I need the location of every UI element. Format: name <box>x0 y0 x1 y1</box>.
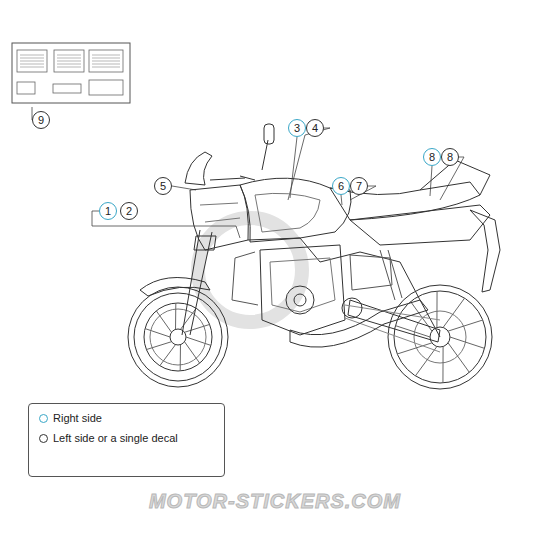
callout-circle: 8 <box>423 148 441 166</box>
legend-text: Right side <box>53 412 102 424</box>
callout-circle: 3 <box>288 119 306 137</box>
callout-number: 8 <box>447 151 453 163</box>
legend-box: Right sideLeft side or a single decal <box>28 403 225 477</box>
callout-circle: 7 <box>350 177 368 195</box>
callout-number: 1 <box>105 205 111 217</box>
callout-circle: 5 <box>154 177 172 195</box>
callout-number: 9 <box>38 114 44 126</box>
callout-circle: 8 <box>441 148 459 166</box>
callout-circle: 4 <box>306 119 324 137</box>
callout-number: 6 <box>338 180 344 192</box>
callout-number: 8 <box>429 151 435 163</box>
watermark: MOTOR-STICKERS.COM <box>0 490 550 513</box>
legend-symbol <box>39 434 48 443</box>
legend-row: Left side or a single decal <box>39 432 178 444</box>
callout-circle: 2 <box>120 202 138 220</box>
callout-number: 4 <box>312 122 318 134</box>
legend-text: Left side or a single decal <box>53 432 178 444</box>
callout-number: 7 <box>356 180 362 192</box>
callout-number: 5 <box>160 180 166 192</box>
legend-row: Right side <box>39 412 102 424</box>
callout-circle: 9 <box>32 111 50 129</box>
callout-circle: 1 <box>99 202 117 220</box>
callout-circle: 6 <box>332 177 350 195</box>
callout-number: 2 <box>126 205 132 217</box>
legend-symbol <box>39 414 48 423</box>
callout-number: 3 <box>294 122 300 134</box>
